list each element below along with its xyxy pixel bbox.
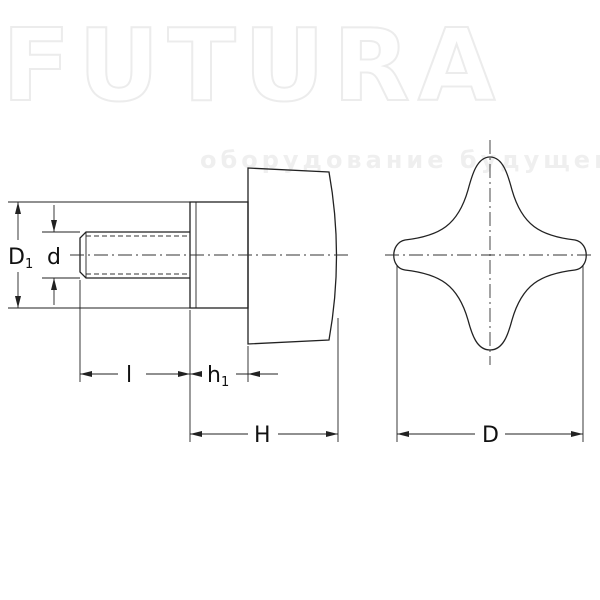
D-arrow-right — [571, 431, 583, 437]
d-label: d — [47, 245, 61, 270]
knob-head-outline — [247, 167, 338, 345]
D-label: D — [482, 423, 499, 448]
D1-label: D1 — [8, 245, 33, 272]
front-view — [385, 140, 595, 365]
watermark-tagline: оборудование будущего — [200, 146, 600, 174]
l-arrow-left — [80, 371, 92, 377]
D1-arrow-bottom — [15, 296, 21, 308]
dimension-d: d — [42, 205, 80, 305]
H-label: H — [254, 423, 271, 448]
l-label: l — [126, 363, 132, 388]
dimension-H: H — [190, 318, 339, 448]
watermark-brand: FUTURA — [2, 7, 503, 124]
side-view — [70, 167, 348, 345]
H-arrow-left — [190, 431, 202, 437]
D-arrow-left — [397, 431, 409, 437]
h1-arrow-right — [248, 371, 260, 377]
d-arrow-top — [51, 220, 57, 232]
D1-arrow-top — [15, 202, 21, 214]
H-arrow-right — [326, 431, 338, 437]
d-arrow-bottom — [51, 278, 57, 290]
l-arrow-right — [178, 371, 190, 377]
h1-label: h1 — [207, 363, 229, 390]
h1-arrow-left — [190, 371, 202, 377]
watermark: FUTURA оборудование будущего — [1, 6, 600, 174]
dimension-D: D — [396, 266, 584, 448]
dimension-D1: D1 — [8, 201, 190, 309]
dimension-l-h1: l h1 — [79, 280, 278, 442]
